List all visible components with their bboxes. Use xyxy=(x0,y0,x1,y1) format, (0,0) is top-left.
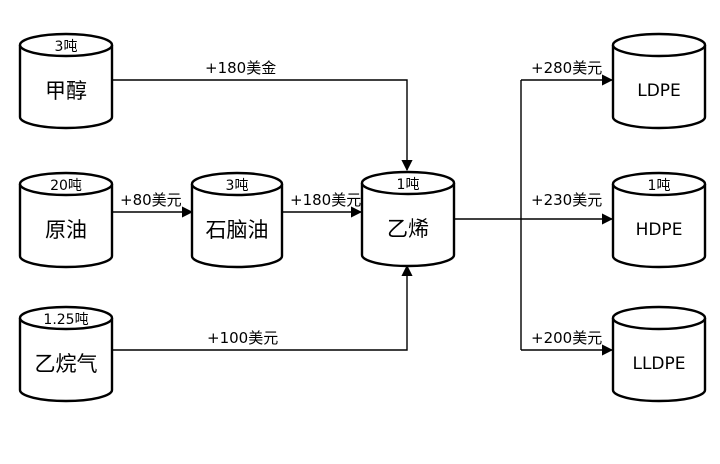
node-methanol-label: 甲醇 xyxy=(45,79,87,103)
node-ethane-label: 乙烷气 xyxy=(35,352,98,376)
node-ethylene-label: 乙烯 xyxy=(387,217,429,241)
edge-label-ethane-ethylene: +100美元 xyxy=(207,329,278,347)
node-crude-oil: 20吨 原油 xyxy=(18,171,114,269)
edge-label-methanol-ethylene: +180美金 xyxy=(205,59,276,77)
node-methanol-qty: 3吨 xyxy=(55,39,78,55)
node-ethylene-qty: 1吨 xyxy=(397,177,420,193)
node-lldpe: LLDPE xyxy=(611,305,707,403)
node-naphtha: 3吨 石脑油 xyxy=(190,171,284,269)
node-ethylene: 1吨 乙烯 xyxy=(360,170,456,268)
edge-label-naphtha-ethylene: +180美元 xyxy=(290,191,361,209)
node-crude-oil-label: 原油 xyxy=(45,218,87,242)
node-ldpe-label: LDPE xyxy=(637,81,681,101)
node-crude-oil-qty: 20吨 xyxy=(50,178,82,194)
node-ethane: 1.25吨 乙烷气 xyxy=(18,305,114,403)
node-naphtha-label: 石脑油 xyxy=(206,218,269,242)
edges: +180美金 +80美元 +180美元 +100美元 +280美元 +230美元… xyxy=(112,59,614,356)
node-hdpe-label: HDPE xyxy=(636,220,683,240)
node-methanol: 3吨 甲醇 xyxy=(18,32,114,130)
edge-ethane-ethylene xyxy=(112,264,413,351)
edge-label-ethylene-ldpe: +280美元 xyxy=(531,59,602,77)
node-naphtha-qty: 3吨 xyxy=(226,178,249,194)
edge-methanol-ethylene xyxy=(112,79,413,172)
node-ldpe: LDPE xyxy=(611,32,707,130)
edge-label-ethylene-lldpe: +200美元 xyxy=(531,329,602,347)
node-ethane-qty: 1.25吨 xyxy=(43,312,88,328)
edge-label-ethylene-hdpe: +230美元 xyxy=(531,191,602,209)
node-hdpe: 1吨 HDPE xyxy=(611,171,707,269)
node-lldpe-label: LLDPE xyxy=(632,354,685,374)
edge-label-crude-naphtha: +80美元 xyxy=(120,191,182,209)
node-hdpe-qty: 1吨 xyxy=(648,178,671,194)
